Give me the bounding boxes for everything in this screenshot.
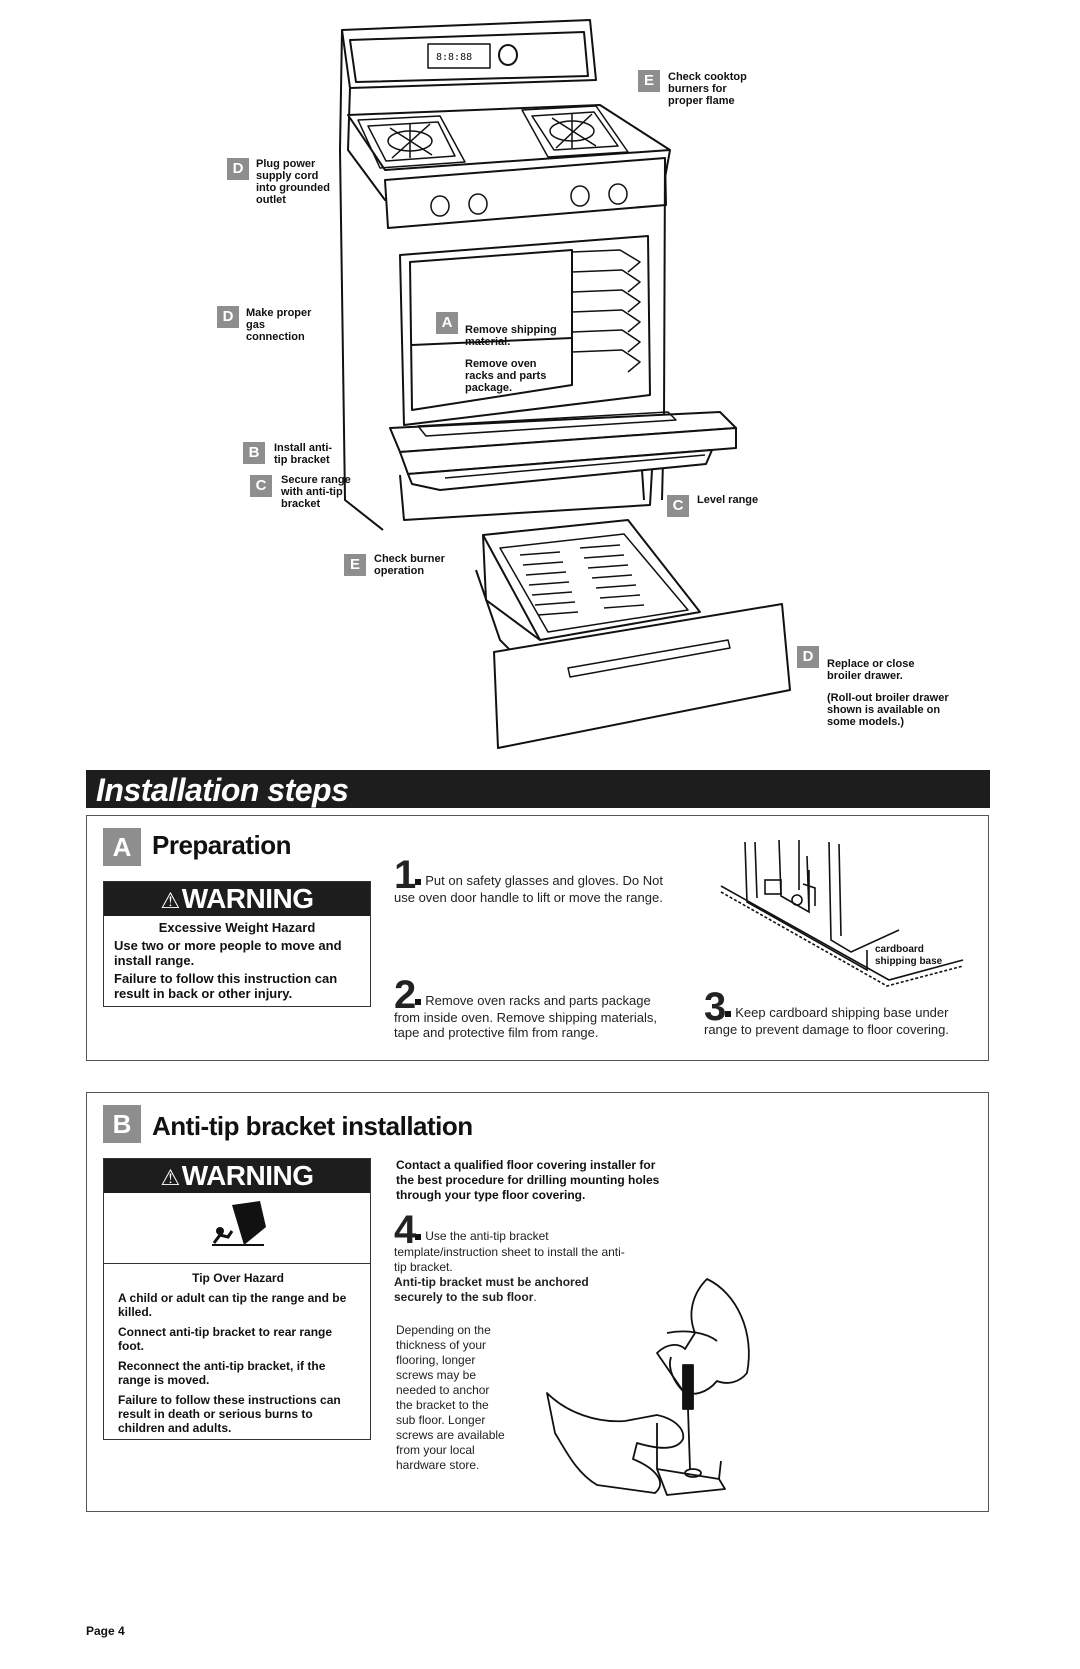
warning-label: WARNING: [181, 1160, 314, 1191]
shipping-base-label: cardboard shipping base: [875, 944, 943, 967]
range-illustration: 8:8:88: [339, 19, 791, 749]
hazard-line: Failure to follow this instruction can r…: [114, 971, 338, 1001]
step-number: 3: [704, 985, 726, 1029]
step-dot-icon: [415, 879, 422, 885]
step-dot-icon: [415, 1234, 422, 1240]
warning-box-weight: ⚠WARNING Excessive Weight Hazard Use two…: [103, 881, 371, 1007]
callout-broiler-drawer: Replace or close broiler drawer. (Roll-o…: [827, 646, 949, 740]
warning-header: ⚠WARNING: [104, 1159, 370, 1193]
hazard-line: Connect anti-tip bracket to rear range f…: [118, 1325, 333, 1353]
callout-b-badge: B: [243, 442, 265, 464]
step-dot-icon: [725, 1011, 732, 1017]
callout-racks-note: Remove oven racks and parts package.: [465, 358, 547, 394]
callout-c-badge: C: [250, 475, 272, 497]
callout-broiler-text: Replace or close broiler drawer.: [827, 658, 915, 682]
hazard-line: Use two or more people to move and insta…: [114, 938, 342, 968]
contact-installer-note: Contact a qualified floor covering insta…: [396, 1158, 660, 1202]
callout-shipping-text: Remove shipping material.: [465, 324, 557, 348]
section-preparation: A Preparation ⚠WARNING Excessive Weight …: [86, 815, 989, 1061]
warning-label: WARNING: [181, 883, 314, 914]
section-a-badge: A: [103, 828, 141, 866]
warning-triangle-icon: ⚠: [160, 1165, 180, 1190]
callout-c-badge: C: [667, 495, 689, 517]
installation-steps-banner: Installation steps: [86, 770, 990, 808]
shipping-base-diagram: [720, 839, 964, 987]
hazard-title: Tip Over Hazard: [192, 1271, 284, 1285]
warning-triangle-icon: ⚠: [160, 888, 180, 913]
callout-e-badge: E: [638, 70, 660, 92]
step-bold-text: Anti-tip bracket must be anchored secure…: [394, 1275, 589, 1304]
callout-secure-range: Secure range with anti-tip bracket: [281, 474, 351, 510]
section-anti-tip: B Anti-tip bracket installation ⚠WARNING…: [86, 1092, 989, 1512]
banner-title: Installation steps: [96, 772, 349, 808]
callout-shipping-material: Remove shipping material. Remove oven ra…: [465, 312, 557, 406]
step-dot-icon: [415, 999, 422, 1005]
step-number: 1: [394, 853, 416, 897]
step-text: Use the anti-tip bracket template/instru…: [394, 1229, 625, 1274]
warning-box-tip-over: ⚠WARNING Tip Over Hazard A child or adul…: [103, 1158, 371, 1440]
callout-plug-cord: Plug power supply cord into grounded out…: [256, 158, 330, 206]
callout-d-badge: D: [217, 306, 239, 328]
hazard-title: Excessive Weight Hazard: [158, 920, 316, 935]
step-text: Keep cardboard shipping base under range…: [704, 1005, 949, 1037]
page-number: Page 4: [86, 1624, 125, 1638]
longer-screws-note: Depending on the thickness of your floor…: [396, 1323, 505, 1472]
svg-text:8:8:88: 8:8:88: [436, 52, 472, 63]
tip-over-pictogram-icon: [212, 1201, 266, 1246]
section-b-title: Anti-tip bracket installation: [152, 1111, 473, 1141]
callout-level-range: Level range: [697, 494, 759, 506]
step-text: Put on safety glasses and gloves. Do Not…: [394, 873, 663, 905]
callout-check-cooktop: Check cooktop burners for proper flame: [668, 71, 747, 107]
step-bold-end: .: [533, 1290, 537, 1304]
callout-d-badge: D: [797, 646, 819, 668]
hazard-line: A child or adult can tip the range and b…: [118, 1291, 347, 1319]
callout-d-badge: D: [227, 158, 249, 180]
section-a-title: Preparation: [152, 830, 292, 860]
callout-rollout-note: (Roll-out broiler drawer shown is availa…: [827, 692, 949, 728]
screwdriver-hands-illustration: [546, 1278, 750, 1496]
callout-gas-connection: Make proper gas connection: [246, 307, 312, 343]
callout-install-bracket: Install anti- tip bracket: [274, 442, 333, 466]
callout-burner-operation: Check burner operation: [374, 553, 445, 577]
step-text: Remove oven racks and parts package from…: [394, 993, 658, 1040]
step-number: 2: [394, 973, 416, 1017]
hazard-line: Failure to follow these instructions can…: [118, 1393, 341, 1435]
hazard-line: Reconnect the anti-tip bracket, if the r…: [118, 1359, 326, 1387]
callout-a-badge: A: [436, 312, 458, 334]
warning-header: ⚠WARNING: [104, 882, 370, 916]
section-b-badge: B: [103, 1105, 141, 1143]
step-number: 4: [394, 1208, 416, 1252]
callout-e-badge: E: [344, 554, 366, 576]
